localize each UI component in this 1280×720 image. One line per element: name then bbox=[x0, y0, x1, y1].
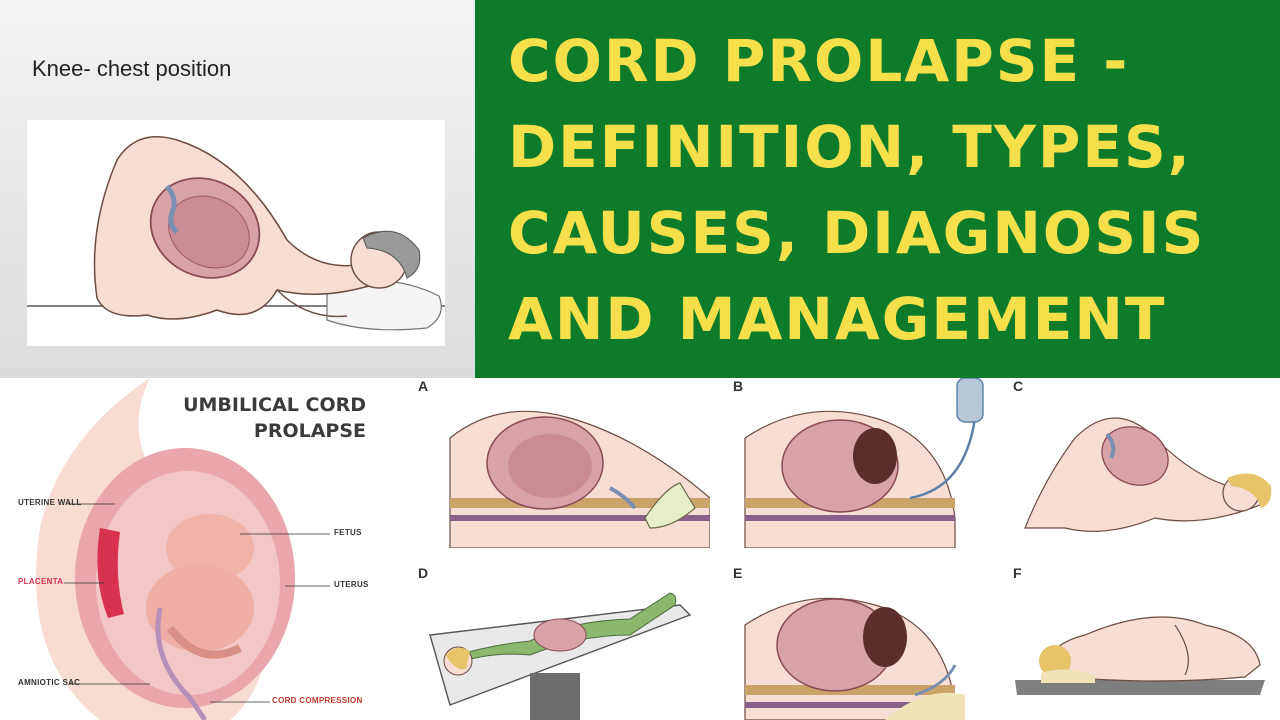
banner-title-line-2: DEFINITION, TYPES, bbox=[508, 113, 1192, 181]
label-uterus: UTERUS bbox=[334, 580, 369, 589]
position-d-illustration: D bbox=[410, 565, 710, 720]
cord-heading-line-1: UMBILICAL CORD bbox=[183, 394, 366, 416]
title-banner: CORD PROLAPSE - DEFINITION, TYPES, CAUSE… bbox=[475, 0, 1280, 378]
cord-heading-line-2: PROLAPSE bbox=[253, 420, 366, 442]
position-c-illustration: C bbox=[1005, 378, 1280, 548]
umbilical-cord-diagram: UMBILICAL CORD PROLAPSE UTERINE WALL PLA… bbox=[0, 378, 410, 720]
knee-chest-illustration bbox=[27, 120, 445, 346]
position-f-figure bbox=[1015, 616, 1265, 695]
position-b-letter: B bbox=[733, 378, 744, 394]
label-fetus: FETUS bbox=[334, 528, 362, 537]
knee-chest-title: Knee- chest position bbox=[32, 56, 232, 81]
knee-chest-panel: Knee- chest position bbox=[0, 0, 475, 378]
label-amniotic-sac: AMNIOTIC SAC bbox=[18, 678, 81, 687]
position-a-figure bbox=[449, 410, 710, 548]
position-c-letter: C bbox=[1013, 378, 1024, 394]
cord-diagram-heading: UMBILICAL CORD PROLAPSE bbox=[183, 392, 366, 444]
banner-title-line-1: CORD PROLAPSE - bbox=[508, 27, 1130, 95]
label-cord-compression: CORD COMPRESSION bbox=[272, 696, 363, 705]
position-e-illustration: E bbox=[725, 565, 1005, 720]
position-f-illustration: F bbox=[1005, 565, 1280, 720]
position-d-figure bbox=[429, 592, 692, 720]
position-a-letter: A bbox=[418, 378, 429, 394]
position-f-letter: F bbox=[1013, 565, 1022, 581]
banner-title-line-3: CAUSES, DIAGNOSIS bbox=[508, 199, 1206, 267]
label-uterine-wall: UTERINE WALL bbox=[18, 498, 82, 507]
position-a-illustration: A bbox=[410, 378, 710, 548]
position-c-figure bbox=[1024, 417, 1272, 532]
position-e-letter: E bbox=[733, 565, 743, 581]
position-d-letter: D bbox=[418, 565, 429, 581]
position-e-figure bbox=[744, 597, 965, 720]
banner-title-line-4: AND MANAGEMENT bbox=[508, 285, 1167, 353]
position-b-illustration: B bbox=[725, 378, 1005, 548]
label-placenta: PLACENTA bbox=[18, 577, 64, 586]
position-b-figure bbox=[744, 378, 984, 548]
umbilical-cord-illustration bbox=[36, 378, 330, 720]
banner-title: CORD PROLAPSE - DEFINITION, TYPES, CAUSE… bbox=[508, 18, 1205, 362]
